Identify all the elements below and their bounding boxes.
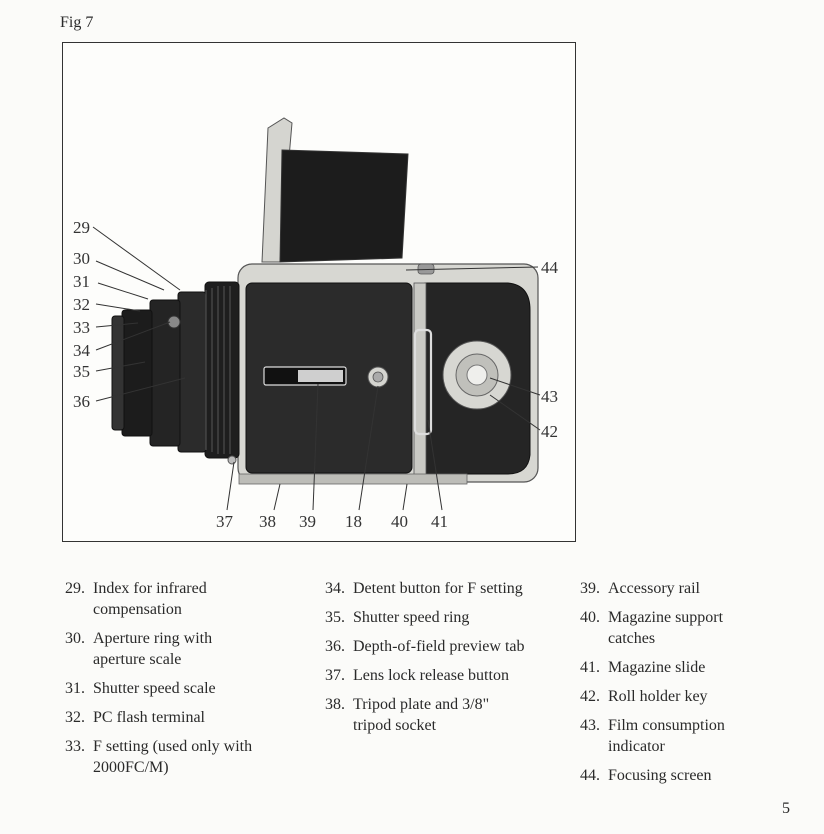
callout-33: 33 — [73, 318, 90, 337]
legend-number: 36. — [325, 638, 345, 655]
callout-32: 32 — [73, 295, 90, 314]
legend-text: Depth-of-field preview tab — [353, 638, 525, 655]
legend-item: 39. Accessory rail — [570, 578, 770, 599]
legend-text: F setting (used only with 2000FC/M) — [93, 738, 253, 776]
legend-text: Magazine slide — [608, 659, 706, 676]
lens — [111, 281, 240, 465]
legend-number: 32. — [65, 709, 85, 726]
legend-number: 31. — [65, 680, 85, 697]
legend-item: 37. Lens lock release button — [315, 665, 525, 686]
callout-42: 42 — [541, 422, 558, 441]
legend-item: 42. Roll holder key — [570, 686, 770, 707]
callout-labels: 29 30 31 32 33 34 35 36 37 38 39 18 40 4… — [73, 218, 559, 531]
legend-item: 41. Magazine slide — [570, 657, 770, 678]
legend-item: 44. Focusing screen — [570, 765, 770, 786]
callout-40: 40 — [391, 512, 408, 531]
callout-35: 35 — [73, 362, 90, 381]
legend-number: 37. — [325, 667, 345, 684]
legend-text: Magazine support catches — [608, 609, 724, 647]
legend-item: 32. PC flash terminal — [55, 707, 265, 728]
legend-text: Focusing screen — [608, 767, 712, 784]
legend-item: 35. Shutter speed ring — [315, 607, 525, 628]
legend-item: 34. Detent button for F setting — [315, 578, 525, 599]
page-number: 5 — [782, 800, 790, 817]
camera-body — [237, 263, 539, 485]
callout-41: 41 — [431, 512, 448, 531]
callout-43: 43 — [541, 387, 558, 406]
legend-text: Shutter speed scale — [93, 680, 216, 697]
legend-text: Shutter speed ring — [353, 609, 470, 626]
callout-44: 44 — [541, 258, 559, 277]
legend-item: 36. Depth-of-field preview tab — [315, 636, 525, 657]
legend-text: Roll holder key — [608, 688, 708, 705]
legend-text: Accessory rail — [608, 580, 700, 597]
legend-number: 35. — [325, 609, 345, 626]
callout-30: 30 — [73, 249, 90, 268]
callout-39: 39 — [299, 512, 316, 531]
legend-column-3: 39. Accessory rail 40. Magazine support ca… — [570, 578, 770, 794]
legend-number: 38. — [325, 696, 345, 713]
callout-34: 34 — [73, 341, 91, 360]
legend-column-2: 34. Detent button for F setting 35. Shutte… — [315, 578, 525, 744]
legend-number: 42. — [580, 688, 600, 705]
callout-29: 29 — [73, 218, 90, 237]
legend-item: 33. F setting (used only with 2000FC/M) — [55, 736, 265, 778]
callout-38: 38 — [259, 512, 276, 531]
legend-item: 30. Aperture ring with aperture scale — [55, 628, 265, 670]
legend-number: 41. — [580, 659, 600, 676]
legend-item: 29. Index for infrared compensation — [55, 578, 265, 620]
legend-text: Lens lock release button — [353, 667, 509, 684]
legend-item: 40. Magazine support catches — [570, 607, 770, 649]
legend-text: Aperture ring with aperture scale — [93, 630, 213, 668]
legend-number: 30. — [65, 630, 85, 647]
legend-number: 40. — [580, 609, 600, 626]
focusing-hood — [261, 117, 409, 263]
legend-text: Detent button for F setting — [353, 580, 523, 597]
legend-item: 31. Shutter speed scale — [55, 678, 265, 699]
leader-lines — [92, 226, 541, 511]
legend-number: 39. — [580, 580, 600, 597]
legend-text: Index for infrared compensation — [93, 580, 207, 618]
legend-number: 44. — [580, 767, 600, 784]
legend-number: 43. — [580, 717, 600, 734]
callout-37: 37 — [216, 512, 234, 531]
callout-18: 18 — [345, 512, 362, 531]
legend-text: Film consumption indicator — [608, 717, 725, 755]
figure-label: Fig 7 — [60, 14, 94, 31]
legend-number: 29. — [65, 580, 85, 597]
callout-36: 36 — [73, 392, 90, 411]
legend-item: 43. Film consumption indicator — [570, 715, 770, 757]
legend-number: 33. — [65, 738, 85, 755]
callout-31: 31 — [73, 272, 90, 291]
legend-column-1: 29. Index for infrared compensation 30. Ap… — [55, 578, 265, 786]
legend-text: Tripod plate and 3/8" tripod socket — [353, 696, 490, 734]
legend-text: PC flash terminal — [93, 709, 205, 726]
legend-item: 38. Tripod plate and 3/8" tripod socket — [315, 694, 525, 736]
legend-number: 34. — [325, 580, 345, 597]
